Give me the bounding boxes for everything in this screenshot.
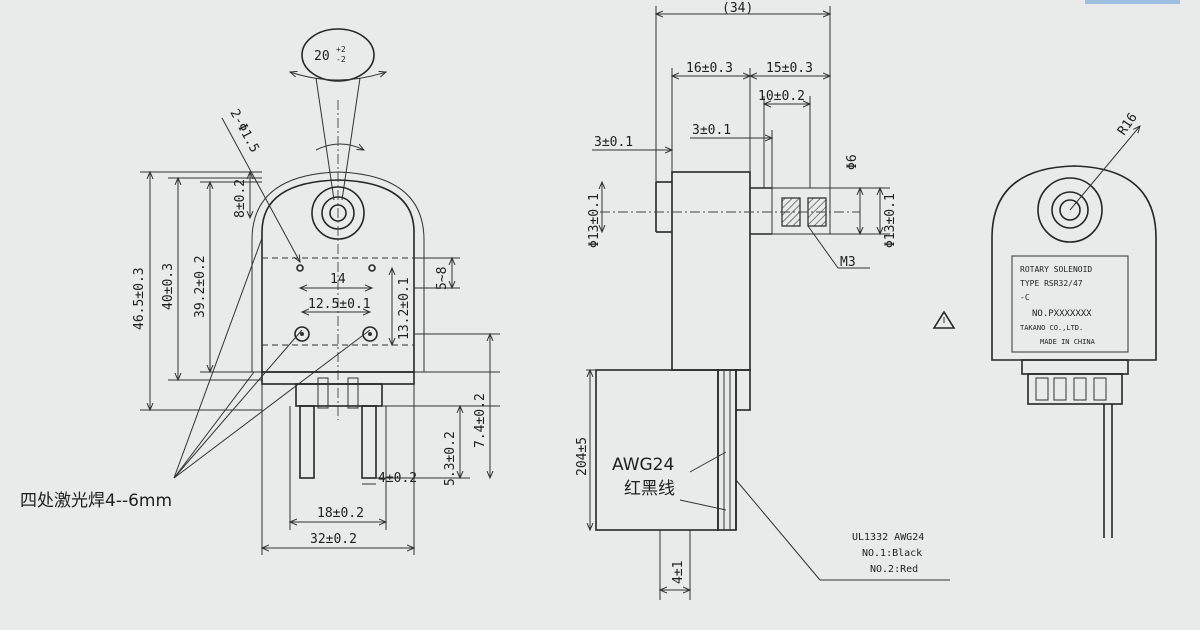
dim-5-3: 5.3±0.2 <box>443 431 458 486</box>
nameplate-line6: MADE IN CHINA <box>1040 338 1096 346</box>
dim-10: 10±0.2 <box>758 89 805 104</box>
side-lower-block <box>595 369 719 531</box>
rotation-tol-upper: +2 <box>336 45 346 54</box>
housing-outline <box>261 179 415 373</box>
dia-13-left: Φ13±0.1 <box>587 193 602 248</box>
dim-8: 8±0.2 <box>233 179 248 218</box>
nameplate-line5: TAKANO CO.,LTD. <box>1020 324 1083 332</box>
back-view: R16 ROTARY SOLENOID TYPE RSR32/47 -C NO.… <box>991 110 1157 538</box>
dim-3-a: 3±0.1 <box>594 135 633 150</box>
corner-artifact <box>1085 0 1180 4</box>
dim-34: (34) <box>722 1 753 16</box>
dim-18: 18±0.2 <box>317 506 364 521</box>
thread-size: M3 <box>840 255 856 270</box>
back-connector <box>1027 373 1123 405</box>
dim-32: 32±0.2 <box>310 532 357 547</box>
nameplate-line1: ROTARY SOLENOID <box>1020 265 1092 274</box>
dia-13-right: Φ13±0.1 <box>883 193 898 248</box>
rotation-angle: 20 <box>314 49 330 64</box>
hole-spec: 2-Φ1.5 <box>226 107 261 156</box>
dim-46-5: 46.5±0.3 <box>132 267 147 330</box>
dim-12-5: 12.5±0.1 <box>308 297 371 312</box>
nameplate <box>1011 255 1129 353</box>
wire-spec-line3: NO.2:Red <box>870 564 918 575</box>
warning-triangle-icon <box>932 310 956 329</box>
dim-15: 15±0.3 <box>766 61 813 76</box>
dim-3-b: 3±0.1 <box>692 123 731 138</box>
radius-r16: R16 <box>1115 110 1141 138</box>
dim-204: 204±5 <box>575 437 590 476</box>
front-view: 20 +2 -2 <box>20 28 500 555</box>
dim-14: 14 <box>330 272 346 287</box>
dim-16: 16±0.3 <box>686 61 733 76</box>
side-view: (34) 16±0.3 15±0.3 10±0.2 3±0.1 3±0.1 Φ1… <box>575 1 950 600</box>
nameplate-line4: NO.PXXXXXXX <box>1032 309 1092 319</box>
dim-5-8: 5~8 <box>435 267 450 290</box>
dim-4-side: 4±1 <box>671 561 686 584</box>
side-body <box>671 171 751 371</box>
nameplate-line2: TYPE RSR32/47 <box>1020 279 1083 288</box>
wire-spec-line2: NO.1:Black <box>862 548 922 559</box>
nameplate-line3: -C <box>1020 293 1030 302</box>
wire-spec-line1: UL1332 AWG24 <box>852 532 924 543</box>
dim-40: 40±0.3 <box>161 263 176 310</box>
back-housing <box>991 165 1157 361</box>
shaft-diameter: Φ6 <box>845 154 860 170</box>
weld-note: 四处激光焊4--6mm <box>20 491 172 511</box>
dim-7-4: 7.4±0.2 <box>473 393 488 448</box>
dim-4: 4±0.2 <box>378 471 417 486</box>
wire-color-note: 红黑线 <box>624 479 675 499</box>
dim-39-2: 39.2±0.2 <box>193 255 208 318</box>
wire-gauge: AWG24 <box>612 455 674 475</box>
dim-13-2: 13.2±0.1 <box>397 277 412 340</box>
rotation-tol-lower: -2 <box>336 55 346 64</box>
